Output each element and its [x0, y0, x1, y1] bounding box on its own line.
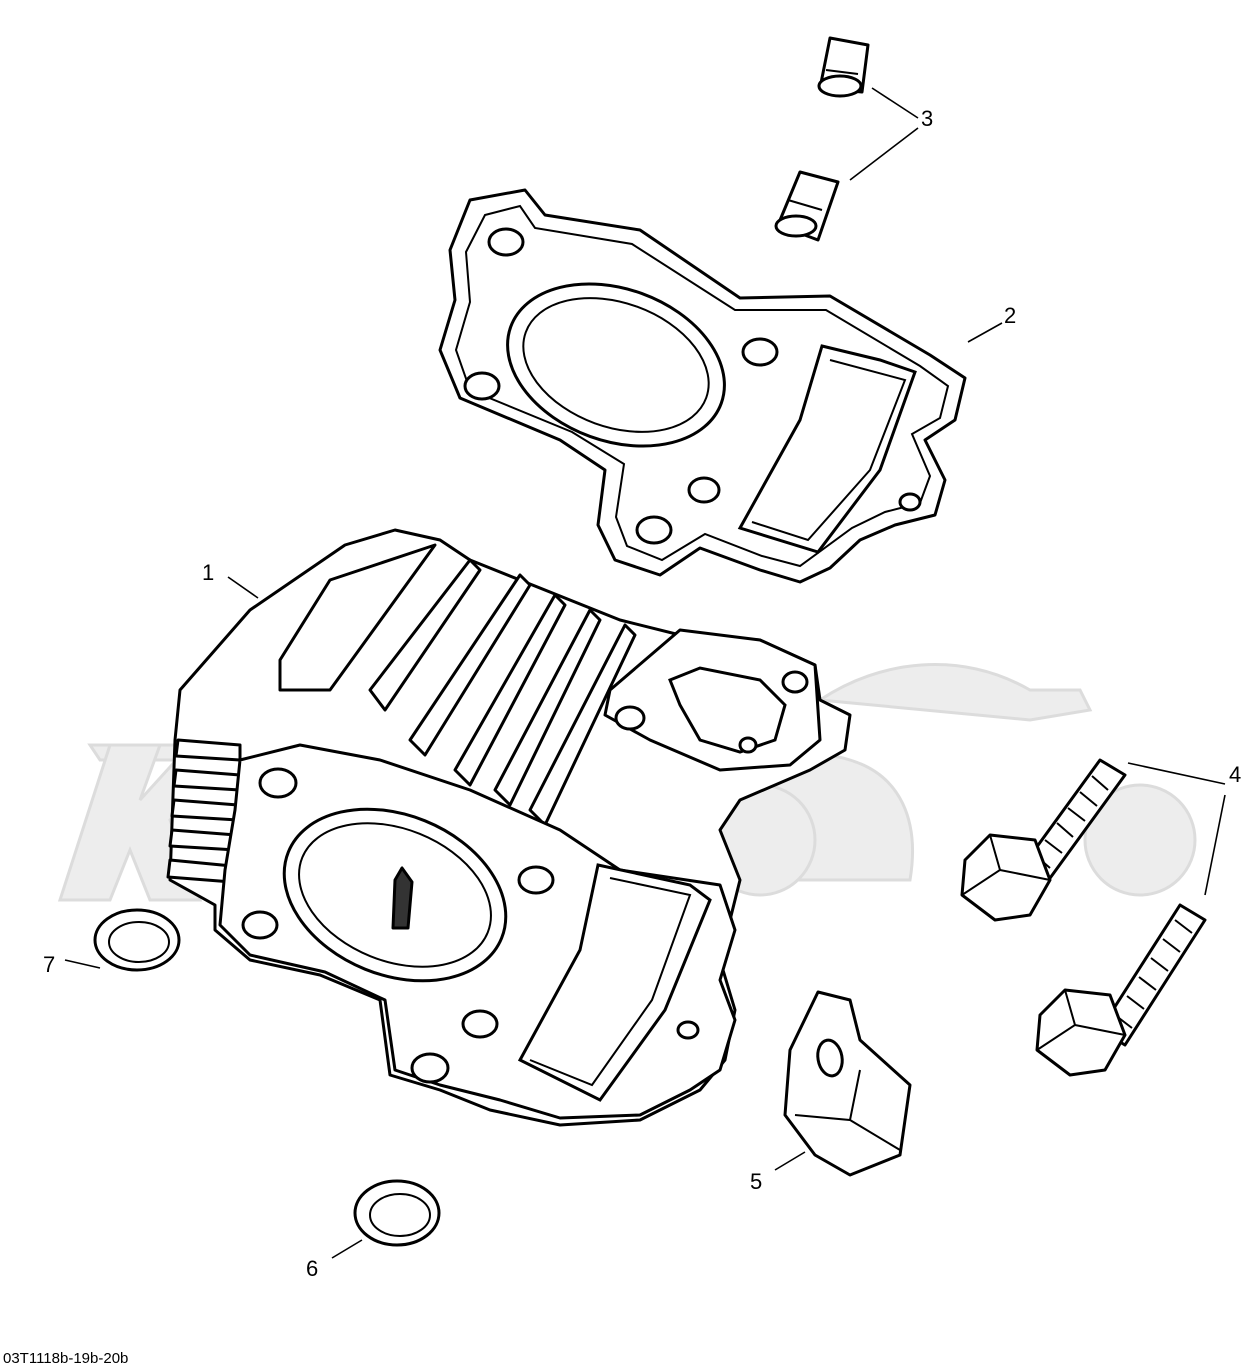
o-ring-lower [353, 1179, 441, 1247]
cylinder-block [166, 528, 852, 1127]
callout-4: 4 [1229, 762, 1241, 787]
dowel-pin-lower [774, 170, 840, 242]
callout-5: 5 [750, 1169, 762, 1194]
leader-lines [64, 87, 1226, 1259]
dowel-pin-upper [817, 36, 870, 98]
figure-code: 03T1118b-19b-20b [3, 1350, 129, 1367]
callout-6: 6 [306, 1256, 318, 1281]
callout-1: 1 [202, 560, 214, 585]
flange-bolt-upper [960, 758, 1127, 922]
guide-bracket [783, 990, 912, 1177]
o-ring-left [93, 908, 181, 972]
cylinder-gasket [438, 188, 967, 584]
callout-7: 7 [43, 952, 55, 977]
callout-2: 2 [1004, 303, 1016, 328]
callout-3: 3 [921, 106, 933, 131]
flange-bolt-lower [1035, 903, 1207, 1077]
